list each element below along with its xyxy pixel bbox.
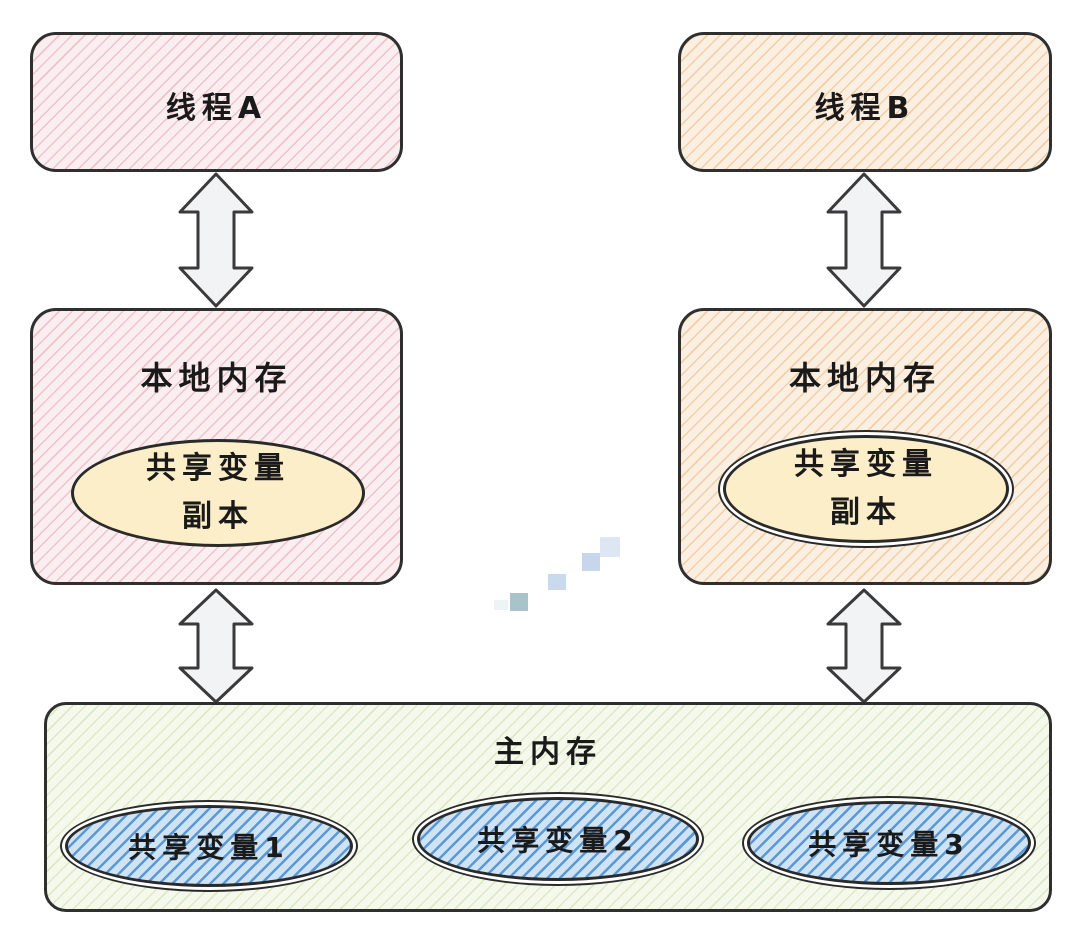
shared-variable-copy-a: 共享变量 副本 (71, 439, 365, 547)
pixel-artifact (548, 574, 566, 590)
shared-variable-3-label: 共享变量3 (808, 828, 970, 861)
local-memory-b-title: 本地内存 (788, 359, 941, 397)
double-arrow-icon (178, 172, 254, 308)
main-memory-title: 主内存 (494, 735, 602, 770)
local-memory-b-box: 本地内存 共享变量 副本 (678, 308, 1052, 585)
copy-a-line2: 副本 (182, 499, 254, 534)
pixel-artifact (600, 537, 620, 557)
pixel-artifact (510, 593, 528, 611)
double-arrow-icon (826, 588, 902, 704)
shared-variable-copy-b: 共享变量 副本 (723, 435, 1009, 543)
copy-b-line1: 共享变量 (794, 447, 938, 482)
copy-b-line2: 副本 (830, 495, 902, 530)
pixel-artifact (494, 600, 508, 610)
double-arrow-icon (826, 172, 902, 308)
shared-variable-3: 共享变量3 (747, 801, 1031, 885)
thread-b-title: 线程B (814, 91, 916, 126)
thread-a-box: 线程A (30, 32, 403, 172)
shared-variable-1-label: 共享变量1 (128, 831, 290, 864)
double-arrow-icon (178, 588, 254, 704)
copy-a-line1: 共享变量 (146, 451, 290, 486)
shared-variable-2: 共享变量2 (417, 797, 699, 881)
main-memory-box: 主内存 共享变量1 共享变量2 共享变量3 (44, 702, 1052, 912)
thread-b-box: 线程B (678, 32, 1052, 172)
shared-variable-2-label: 共享变量2 (477, 824, 639, 857)
thread-a-title: 线程A (165, 91, 268, 126)
local-memory-a-box: 本地内存 共享变量 副本 (30, 308, 403, 585)
local-memory-a-title: 本地内存 (140, 359, 293, 397)
pixel-artifact (582, 553, 600, 571)
shared-variable-1: 共享变量1 (65, 805, 353, 887)
